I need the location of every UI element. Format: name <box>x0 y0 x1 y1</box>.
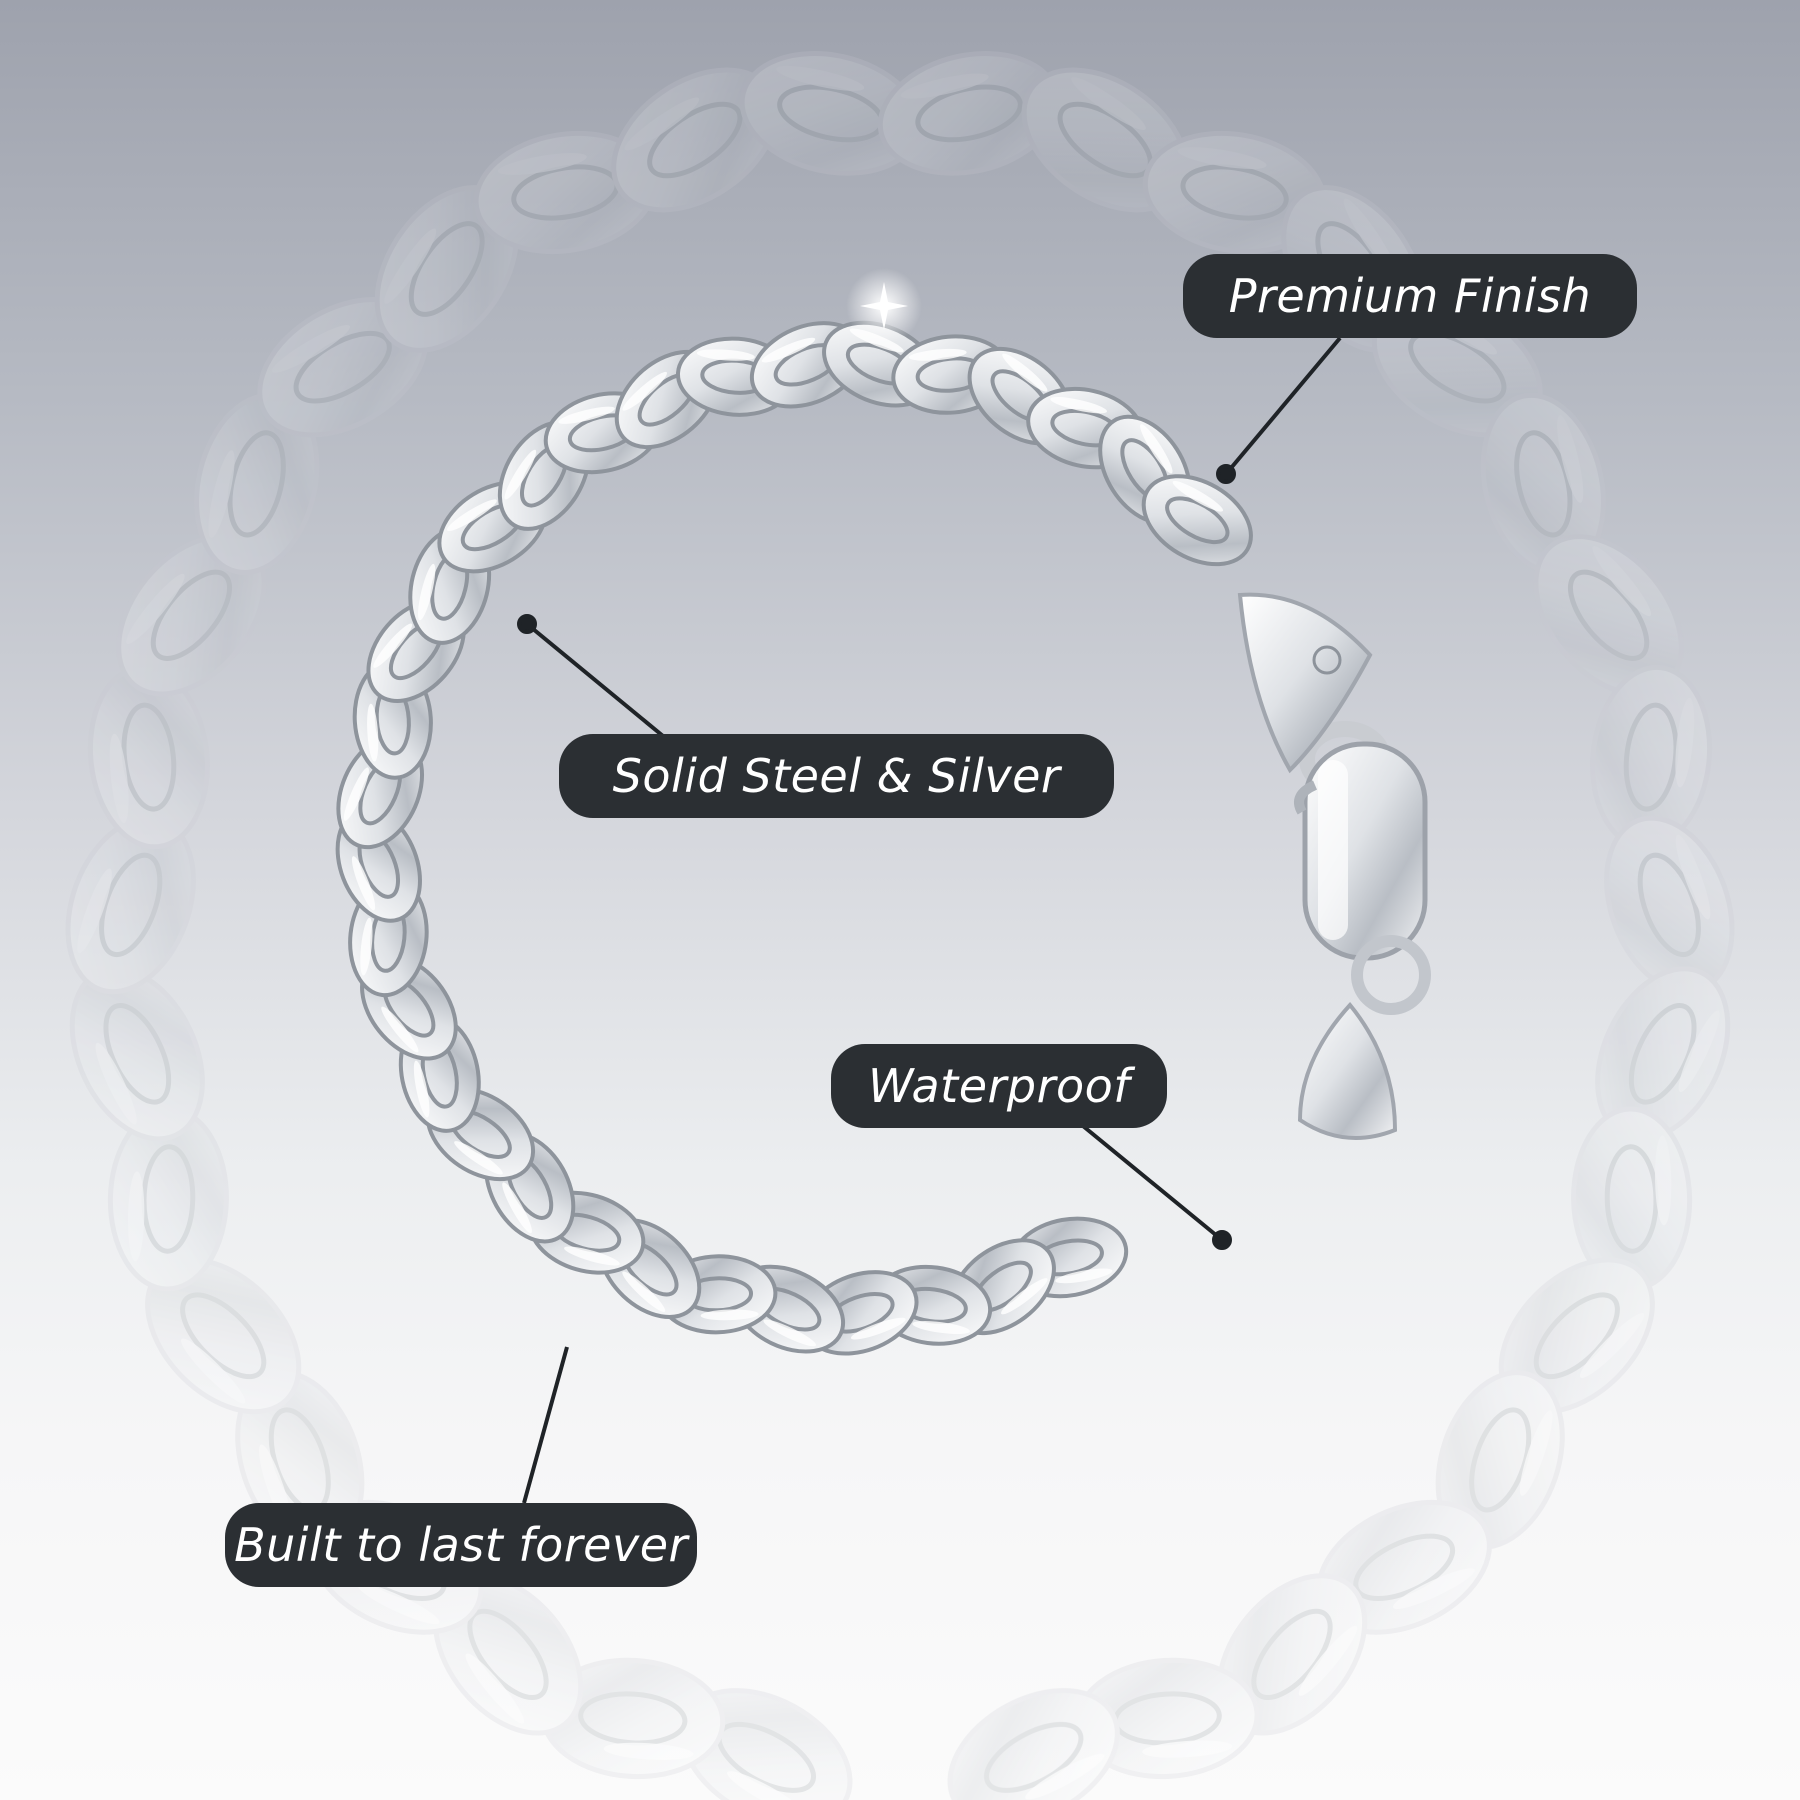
leader-line-solid-steel <box>525 622 665 738</box>
ghost-bracelet-background <box>65 51 1735 1800</box>
leader-line-built-to-last <box>522 1346 569 1504</box>
callout-waterproof: Waterproof <box>831 1044 1167 1128</box>
leader-dot-premium-finish <box>1216 464 1236 484</box>
callout-premium-finish: Premium Finish <box>1183 254 1637 338</box>
chain-link <box>1435 1370 1565 1550</box>
chain-link <box>107 1106 229 1292</box>
chain-link <box>947 1688 1120 1800</box>
leader-dot-solid-steel <box>517 614 537 634</box>
callout-solid-steel-silver: Solid Steel & Silver <box>559 734 1114 818</box>
chain-link <box>1533 534 1684 697</box>
leader-line-waterproof <box>1081 1124 1224 1242</box>
callout-leader-lines <box>517 336 1342 1504</box>
callout-built-to-last: Built to last forever <box>225 1503 697 1587</box>
leader-dot-waterproof <box>1212 1230 1232 1250</box>
chain-link <box>1480 392 1606 575</box>
sparkle-highlight-icon <box>846 268 922 344</box>
chain-link <box>145 1257 302 1415</box>
chain-link <box>877 51 1061 176</box>
chain-link <box>739 51 923 176</box>
silver-curb-bracelet <box>335 320 1253 1356</box>
chain-link <box>257 296 429 438</box>
chain-link <box>1216 1573 1368 1736</box>
leader-line-premium-finish <box>1224 336 1342 476</box>
chain-link <box>1590 664 1713 850</box>
lobster-clasp-icon <box>1237 592 1431 1140</box>
hallmark-icon <box>1312 645 1342 675</box>
chain-link <box>69 966 205 1142</box>
chain-link <box>1141 474 1253 567</box>
chain-link <box>1604 815 1735 995</box>
